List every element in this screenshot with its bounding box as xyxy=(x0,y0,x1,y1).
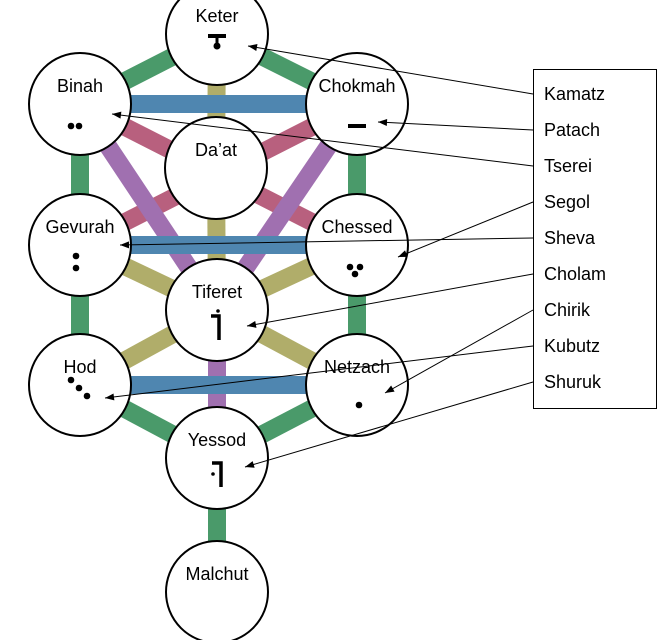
vowel-dot xyxy=(72,264,80,272)
node-circle xyxy=(305,333,409,437)
arrow-sheva xyxy=(119,237,534,246)
node-label: Tiferet xyxy=(192,282,242,302)
node-label: Keter xyxy=(195,6,238,26)
legend-item-segol: Segol xyxy=(544,192,590,212)
node-binah: Binah xyxy=(28,52,132,156)
patach-icon xyxy=(348,124,366,128)
arrowhead-icon xyxy=(378,118,388,126)
legend-item-cholam: Cholam xyxy=(544,264,606,284)
legend-item-kamatz: Kamatz xyxy=(544,84,605,104)
arrowhead-icon xyxy=(105,393,115,401)
vowel-dot xyxy=(67,376,75,384)
legend-item-shuruk: Shuruk xyxy=(544,372,602,392)
node-label: Yessod xyxy=(188,430,246,450)
vowel-dot xyxy=(346,263,354,271)
vowel-dot xyxy=(351,270,359,278)
legend-box xyxy=(533,69,657,409)
legend-item-patach: Patach xyxy=(544,120,600,140)
node-circle xyxy=(165,406,269,510)
arrow-segol xyxy=(397,201,534,258)
arrowhead-icon xyxy=(112,111,122,119)
chirik-icon xyxy=(355,401,363,409)
vowel-dot xyxy=(67,122,75,130)
arrowhead-icon xyxy=(247,320,257,328)
node-netzach: Netzach xyxy=(305,333,409,437)
cholam-icon xyxy=(211,309,221,340)
vowel-dot xyxy=(355,401,363,409)
sheva-icon xyxy=(72,252,80,272)
node-label: Malchut xyxy=(185,564,248,584)
arrowhead-icon xyxy=(248,44,258,51)
arrow-kamatz xyxy=(247,45,534,95)
node-malchut: Malchut xyxy=(165,540,269,640)
segol-icon xyxy=(346,263,364,278)
vowel-dot xyxy=(216,309,220,313)
arrowhead-icon xyxy=(245,461,255,468)
node-label: Binah xyxy=(57,76,103,96)
node-label: Hod xyxy=(63,357,96,377)
arrow-cholam xyxy=(246,273,534,327)
node-label: Da’at xyxy=(195,140,237,160)
vowel-dot xyxy=(356,263,364,271)
node-tiferet: Tiferet xyxy=(165,258,269,362)
node-keter: Keter xyxy=(165,0,269,86)
node-hod: Hod xyxy=(28,333,132,437)
node-circle xyxy=(164,116,268,220)
vowel-dot xyxy=(213,42,221,50)
legend-item-kubutz: Kubutz xyxy=(544,336,600,356)
legend-item-chirik: Chirik xyxy=(544,300,591,320)
arrow-chirik xyxy=(384,309,534,394)
vowel-legend: KamatzPatachTsereiSegolShevaCholamChirik… xyxy=(544,84,606,392)
vowel-dot xyxy=(211,472,215,476)
arrowhead-icon xyxy=(385,385,395,393)
vowel-dot xyxy=(75,384,83,392)
node-yessod: Yessod xyxy=(165,406,269,510)
kamatz-icon xyxy=(208,34,226,50)
node-circle xyxy=(28,193,132,297)
vowel-dot xyxy=(72,252,80,260)
node-gevurah: Gevurah xyxy=(28,193,132,297)
arrow-patach xyxy=(377,121,534,131)
node-circle xyxy=(165,540,269,640)
node-daat: Da’at xyxy=(164,116,268,220)
node-chessed: Chessed xyxy=(305,193,409,297)
tserei-icon xyxy=(67,122,83,130)
arrowhead-icon xyxy=(120,241,130,249)
vowel-dot xyxy=(83,392,91,400)
node-label: Gevurah xyxy=(45,217,114,237)
arrow-kubutz xyxy=(104,345,534,399)
kubutz-icon xyxy=(67,376,91,400)
arrow-shuruk xyxy=(244,381,534,468)
arrow-tserei xyxy=(111,113,534,167)
node-label: Chessed xyxy=(321,217,392,237)
node-circle xyxy=(305,52,409,156)
vowel-arrows xyxy=(104,44,534,468)
node-circle xyxy=(305,193,409,297)
node-chokmah: Chokmah xyxy=(305,52,409,156)
legend-item-tserei: Tserei xyxy=(544,156,592,176)
vowel-dot xyxy=(75,122,83,130)
legend-item-sheva: Sheva xyxy=(544,228,596,248)
shuruk-icon xyxy=(211,461,223,487)
node-label: Chokmah xyxy=(318,76,395,96)
arrowhead-icon xyxy=(398,250,408,257)
node-circle xyxy=(28,52,132,156)
